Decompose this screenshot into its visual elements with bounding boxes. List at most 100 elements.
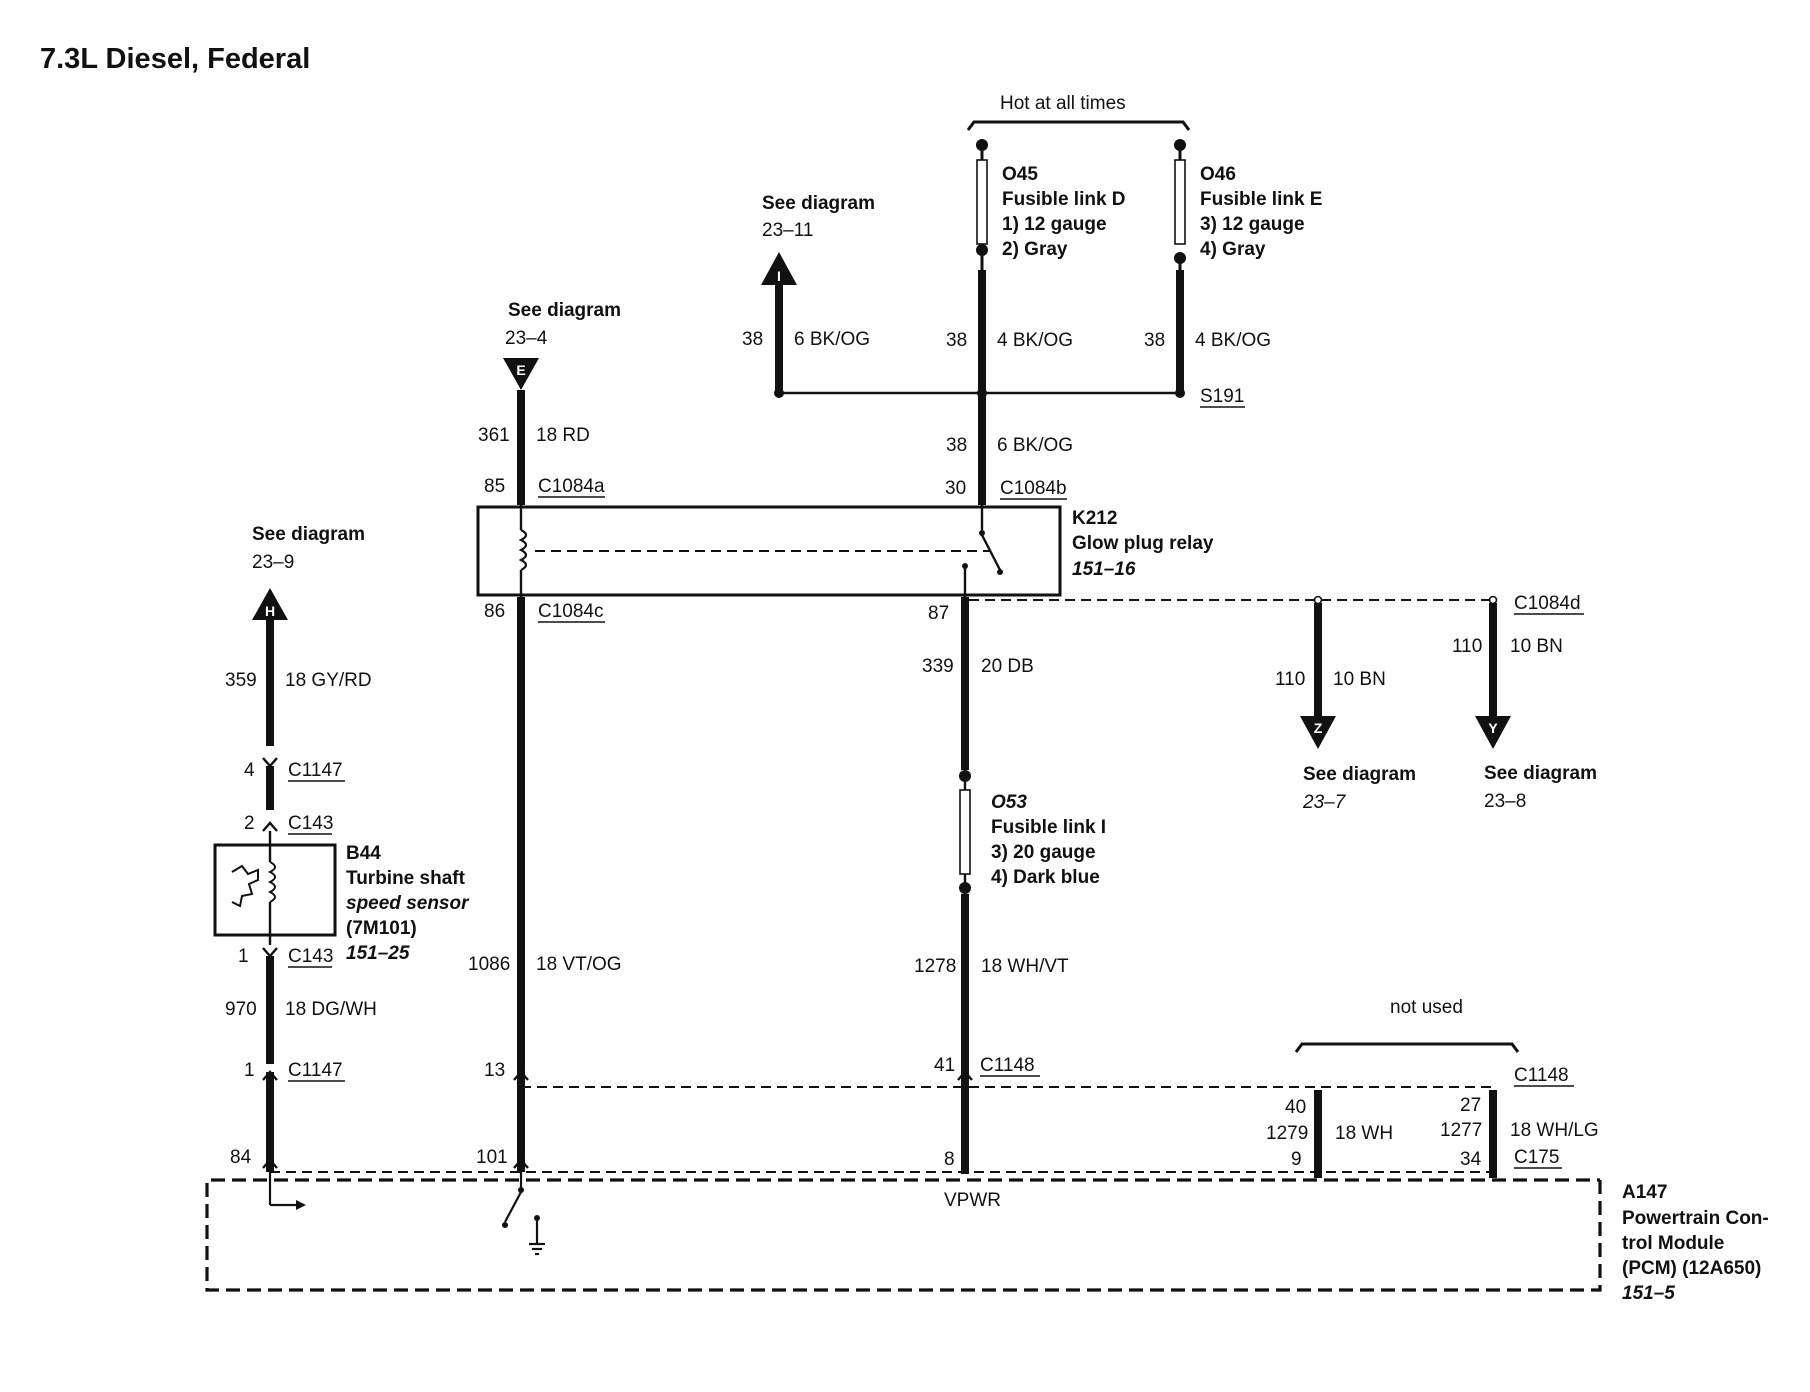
wire-1086-num: 1086	[468, 954, 510, 975]
arrow-y-see-diagram: See diagram	[1484, 763, 1597, 784]
wire-361-num: 361	[478, 425, 510, 446]
svg-text:Z: Z	[1314, 720, 1323, 736]
relay-pin-87: 87	[928, 603, 949, 624]
connector-c175: C175	[1514, 1147, 1559, 1168]
c1147-bot-pin: 1	[244, 1060, 255, 1081]
c143-bot: C143	[288, 946, 333, 967]
relay-c1084a: C1084a	[538, 476, 605, 497]
c1147-top: C1147	[288, 760, 343, 781]
wire-38-i-color: 6 BK/OG	[794, 329, 870, 350]
fuse-i-id: O53	[991, 792, 1027, 813]
connector-arrow-i: I	[761, 252, 797, 285]
arrow-z-ref: 23–7	[1302, 792, 1347, 813]
sensor-name-2: speed sensor	[346, 893, 470, 914]
relay-id: K212	[1072, 508, 1117, 529]
relay-ref: 151–16	[1072, 559, 1136, 580]
wire-970-num: 970	[225, 999, 257, 1020]
connector-arrow-h: H	[252, 588, 288, 620]
fuse-d-id: O45	[1002, 164, 1038, 185]
pcm-name-2: trol Module	[1622, 1233, 1724, 1254]
pin-40: 40	[1285, 1097, 1306, 1118]
svg-text:H: H	[265, 603, 275, 619]
pcm-pin-8: 8	[944, 1149, 955, 1170]
arrow-e-see-diagram: See diagram	[508, 300, 621, 321]
fuse-d-color: 2) Gray	[1002, 239, 1068, 260]
wire-38-feed-color: 6 BK/OG	[997, 435, 1073, 456]
fuse-d-name: Fusible link D	[1002, 189, 1126, 210]
powertrain-control-module-a147	[205, 1172, 1602, 1292]
fuse-e-id: O46	[1200, 164, 1236, 185]
svg-text:Y: Y	[1488, 720, 1498, 736]
connector-arrow-e: E	[503, 358, 539, 390]
pcm-id: A147	[1622, 1182, 1667, 1203]
wire-1278-color: 18 WH/VT	[981, 956, 1069, 977]
wire-339-color: 20 DB	[981, 656, 1034, 677]
svg-text:I: I	[777, 268, 781, 284]
sensor-part: (7M101)	[346, 918, 417, 939]
arrow-z-see-diagram: See diagram	[1303, 764, 1416, 785]
not-used-bracket	[1294, 1042, 1520, 1053]
wire-1279-num: 1279	[1266, 1123, 1308, 1144]
pcm-name-3: (PCM) (12A650)	[1622, 1258, 1761, 1279]
connector-arrow-z: Z	[1300, 716, 1336, 749]
wire-1279-color: 18 WH	[1335, 1123, 1393, 1144]
fuse-e-gauge: 3) 12 gauge	[1200, 214, 1305, 235]
connector-c1084d: C1084d	[1514, 593, 1581, 614]
svg-text:E: E	[516, 362, 525, 378]
arrow-i-ref: 23–11	[762, 220, 813, 241]
c1147-bot: C1147	[288, 1060, 343, 1081]
wire-38-d-num: 38	[946, 330, 967, 351]
arrow-e-ref: 23–4	[505, 328, 548, 349]
pcm-pin-101: 101	[476, 1147, 508, 1168]
wire-38-d-color: 4 BK/OG	[997, 330, 1073, 351]
wire-359-num: 359	[225, 670, 257, 691]
wire-110-y-color: 10 BN	[1510, 636, 1563, 657]
pcm-pin-84: 84	[230, 1147, 252, 1168]
fuse-d-gauge: 1) 12 gauge	[1002, 214, 1107, 235]
c1147-top-pin: 4	[244, 760, 255, 781]
connector-arrow-y: Y	[1475, 716, 1511, 749]
wire-110-z-color: 10 BN	[1333, 669, 1386, 690]
wire-1277-color: 18 WH/LG	[1510, 1120, 1599, 1141]
sensor-ref: 151–25	[346, 943, 410, 964]
fuse-i-name: Fusible link I	[991, 817, 1106, 838]
pin-34: 34	[1460, 1149, 1482, 1170]
fusible-link-d	[976, 139, 988, 270]
wire-361-color: 18 RD	[536, 425, 590, 446]
diagram-title: 7.3L Diesel, Federal	[40, 43, 310, 75]
c1148-pin-13: 13	[484, 1060, 505, 1081]
arrow-i-see-diagram: See diagram	[762, 193, 875, 214]
wire-38-e-num: 38	[1144, 330, 1165, 351]
fuse-i-gauge: 3) 20 gauge	[991, 842, 1096, 863]
turbine-speed-sensor-b44	[213, 831, 337, 945]
relay-name: Glow plug relay	[1072, 533, 1214, 554]
c143-bot-pin: 1	[238, 946, 249, 967]
glow-plug-relay-k212	[476, 505, 1062, 597]
arrow-y-ref: 23–8	[1484, 791, 1526, 812]
relay-pin-85: 85	[484, 476, 505, 497]
connector-c1148-right: C1148	[1514, 1065, 1569, 1086]
wire-1277-num: 1277	[1440, 1120, 1482, 1141]
relay-c1084c: C1084c	[538, 601, 604, 622]
fuse-i-color: 4) Dark blue	[991, 867, 1100, 888]
wire-970-color: 18 DG/WH	[285, 999, 377, 1020]
relay-c1084b: C1084b	[1000, 478, 1067, 499]
wire-38-e-color: 4 BK/OG	[1195, 330, 1271, 351]
splice-s191: S191	[1200, 386, 1244, 407]
pcm-vpwr: VPWR	[944, 1190, 1001, 1211]
c1148-pin-41: 41	[934, 1055, 955, 1076]
pin-27: 27	[1460, 1095, 1481, 1116]
wire-38-i-num: 38	[742, 329, 763, 350]
c143-top-pin: 2	[244, 813, 255, 834]
not-used-label: not used	[1390, 997, 1463, 1018]
wire-1278-num: 1278	[914, 956, 956, 977]
fusible-link-i	[959, 770, 971, 894]
fusible-link-e	[1174, 139, 1186, 270]
pcm-ref: 151–5	[1622, 1283, 1675, 1304]
hot-at-all-times-label: Hot at all times	[1000, 93, 1126, 114]
connector-c1148: C1148	[980, 1055, 1035, 1076]
relay-pin-86: 86	[484, 601, 505, 622]
wire-359-color: 18 GY/RD	[285, 670, 372, 691]
pcm-name-1: Powertrain Con-	[1622, 1208, 1769, 1229]
